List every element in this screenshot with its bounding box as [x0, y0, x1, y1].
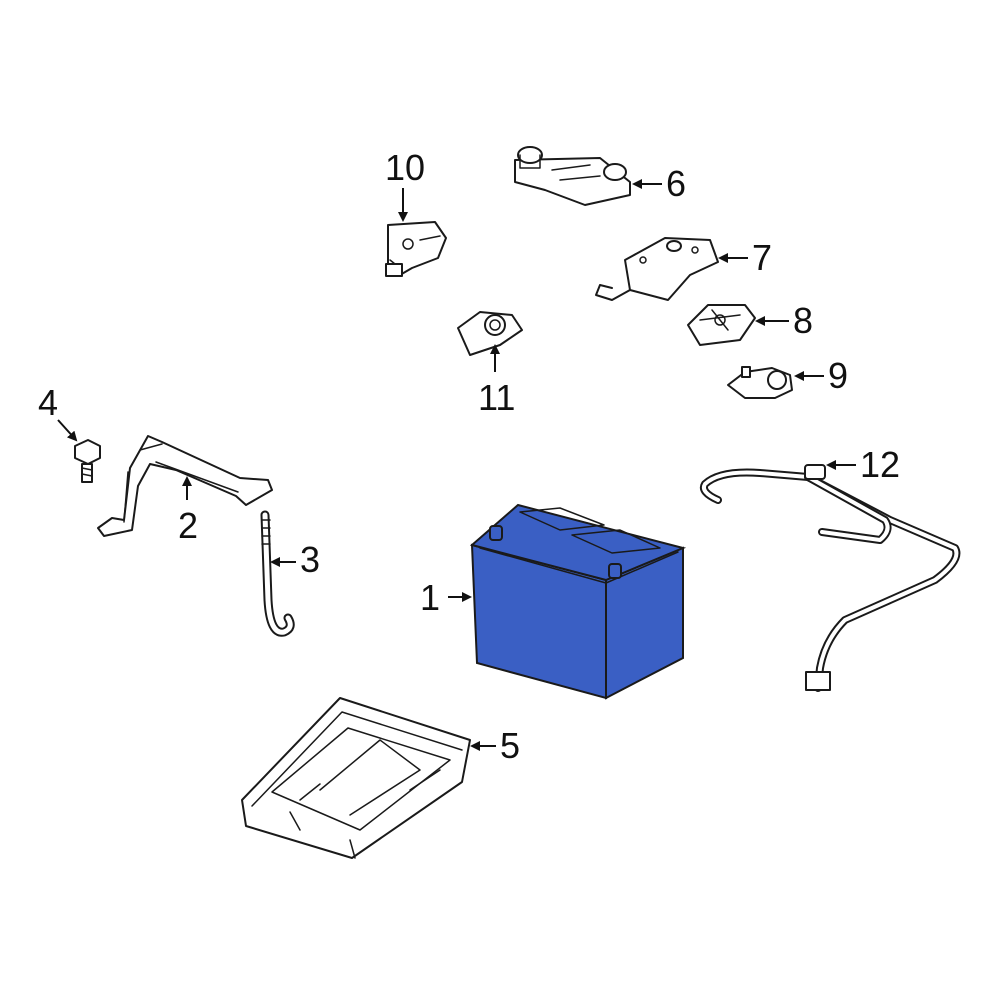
- terminal-part[interactable]: [727, 366, 793, 399]
- hold-down-rod-part[interactable]: [260, 510, 295, 637]
- hold-down-bracket-part[interactable]: [97, 435, 273, 537]
- callout-4: 4: [38, 382, 78, 442]
- callout-3: 3: [270, 539, 320, 580]
- callout-label: 10: [385, 147, 425, 188]
- callout-7: 7: [718, 237, 772, 278]
- battery-terminal-icon: [489, 525, 503, 541]
- callout-label: 1: [420, 577, 440, 618]
- battery-cable-part[interactable]: [699, 464, 961, 692]
- callout-8: 8: [755, 300, 813, 341]
- callout-1: 1: [420, 577, 472, 618]
- clip-part[interactable]: [457, 311, 523, 356]
- callout-10: 10: [385, 147, 425, 222]
- callout-5: 5: [470, 725, 520, 766]
- callout-label: 12: [860, 444, 900, 485]
- callout-11: 11: [478, 344, 515, 418]
- callout-label: 5: [500, 725, 520, 766]
- terminal-cover-part[interactable]: [514, 146, 631, 206]
- battery-tray-part[interactable]: [241, 697, 471, 859]
- callout-6: 6: [632, 163, 686, 204]
- bolt-part[interactable]: [74, 439, 101, 483]
- callout-label: 11: [478, 377, 515, 418]
- battery-part[interactable]: [469, 503, 687, 700]
- callout-label: 6: [666, 163, 686, 204]
- bracket-part[interactable]: [385, 221, 447, 277]
- callout-label: 3: [300, 539, 320, 580]
- terminal-clamp-part[interactable]: [687, 304, 756, 346]
- positive-cover-part[interactable]: [595, 237, 719, 301]
- callout-label: 2: [178, 505, 198, 546]
- callout-label: 7: [752, 237, 772, 278]
- battery-terminal-icon: [608, 563, 622, 579]
- callout-9: 9: [794, 355, 848, 396]
- callout-label: 8: [793, 300, 813, 341]
- callout-label: 9: [828, 355, 848, 396]
- callout-2: 2: [178, 476, 198, 546]
- battery-top-face: [469, 503, 687, 582]
- callout-label: 4: [38, 382, 58, 423]
- callout-12: 12: [826, 444, 900, 485]
